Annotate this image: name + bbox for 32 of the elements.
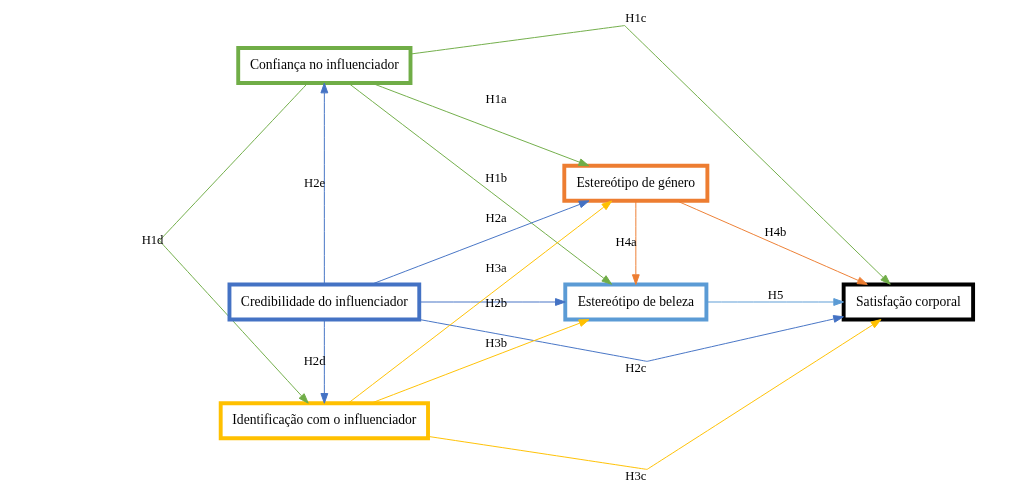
arrow [347, 82, 612, 285]
arrow [418, 315, 844, 362]
arrow [319, 82, 328, 285]
arrow [370, 319, 589, 404]
edge-label: H4b [764, 225, 786, 240]
edge-label: H2c [624, 360, 646, 375]
edge-label: H3c [624, 468, 646, 483]
arrow [409, 25, 891, 285]
node-box: Credibilidade do influenciador [227, 282, 421, 322]
node-box: Estereótipo de género [561, 163, 709, 203]
node-box: Identificação com o influenciador [218, 401, 430, 441]
arrow [158, 82, 309, 404]
edge-label: H1a [485, 91, 507, 106]
node-box: Satisfação corporal [841, 282, 975, 322]
arrow [427, 319, 881, 470]
edge-label: H2b [484, 296, 507, 311]
arrow [370, 200, 589, 285]
node-box: Estereótipo de beleza [562, 282, 708, 322]
arrow [418, 298, 566, 306]
edge-label: H1d [141, 233, 163, 247]
edge-label: H3a [485, 261, 507, 276]
edge-label: H2a [485, 210, 507, 225]
arrow [705, 298, 844, 306]
edge-label: H4a [615, 234, 637, 249]
arrow [347, 200, 612, 404]
arrow [319, 319, 328, 404]
edge-label: H3b [484, 336, 507, 351]
edge-label: H1b [484, 170, 507, 185]
arrow [631, 200, 640, 285]
node-box: Confiança no influenciador [235, 46, 412, 85]
edge-label: H5 [767, 287, 783, 302]
edge-label: H1c [624, 11, 646, 26]
